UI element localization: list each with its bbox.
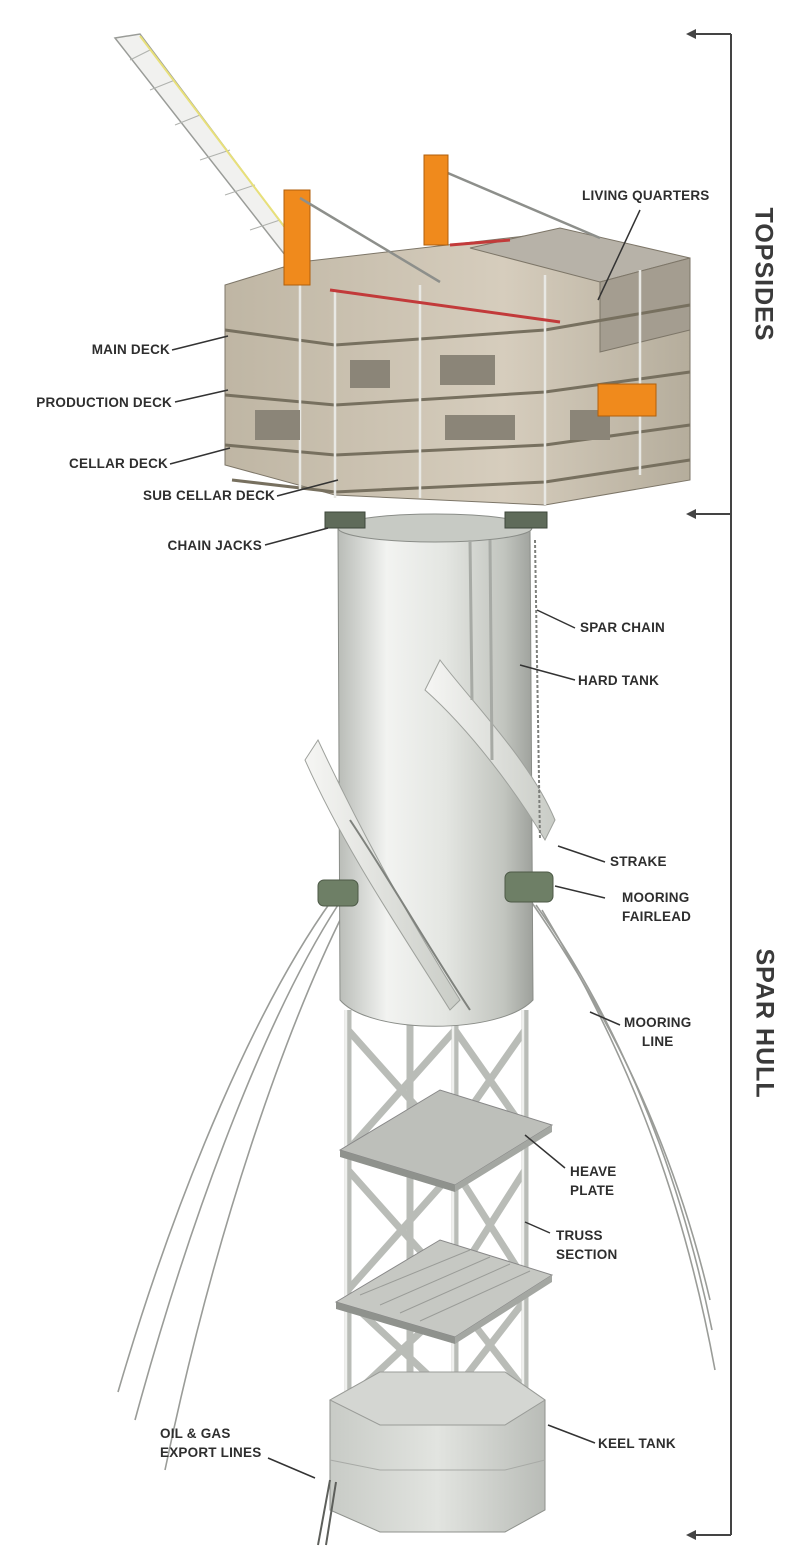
label-oil-gas-line2: EXPORT LINES (160, 1445, 262, 1460)
label-hard-tank: HARD TANK (578, 673, 660, 688)
label-chain-jacks: CHAIN JACKS (167, 538, 262, 553)
truss-highlights (344, 1010, 525, 1420)
label-heave-plate-line1: HEAVE (570, 1164, 617, 1179)
label-mooring-fairlead-line2: FAIRLEAD (622, 909, 692, 924)
label-truss-section-line1: TRUSS (556, 1228, 603, 1243)
label-truss-section: TRUSS SECTION (556, 1226, 617, 1264)
label-oil-gas-line1: OIL & GAS (160, 1426, 231, 1441)
crane-right (299, 154, 601, 284)
label-mooring-line-line2: LINE (641, 1034, 674, 1049)
section-bracket (690, 33, 732, 1536)
topsides-structure (224, 227, 691, 506)
label-keel-tank: KEEL TANK (598, 1436, 676, 1451)
bracket-arrows (686, 29, 696, 1540)
label-mooring-fairlead: MOORING FAIRLEAD (622, 888, 691, 926)
mooring-lines (117, 899, 716, 1471)
chain-jacks (324, 511, 548, 529)
export-lines (317, 1479, 337, 1546)
keel-tank (328, 1371, 546, 1533)
label-mooring-fairlead-line1: MOORING (622, 890, 690, 905)
label-heave-plate: HEAVE PLATE (570, 1162, 617, 1200)
crane-left (113, 33, 311, 286)
heave-plate-upper (338, 1089, 554, 1192)
leader-lines (169, 209, 641, 1479)
truss-section (344, 1010, 529, 1420)
label-mooring-line-line1: MOORING (624, 1015, 692, 1030)
label-spar-chain: SPAR CHAIN (580, 620, 666, 635)
section-title-spar-hull: SPAR HULL (750, 948, 779, 1099)
label-strake: STRAKE (610, 854, 667, 869)
label-truss-section-line2: SECTION (556, 1247, 618, 1262)
label-sub-cellar-deck: SUB CELLAR DECK (142, 488, 275, 503)
label-heave-plate-line2: PLATE (570, 1183, 615, 1198)
section-title-topsides: TOPSIDES (749, 207, 778, 342)
label-mooring-line: MOORING LINE (624, 1013, 691, 1051)
heave-plate-lower (334, 1239, 554, 1344)
label-oil-gas-export-lines: OIL & GAS EXPORT LINES (160, 1424, 261, 1462)
label-production-deck: PRODUCTION DECK (36, 395, 172, 410)
mooring-fairleads (317, 871, 554, 907)
label-cellar-deck: CELLAR DECK (69, 456, 168, 471)
label-living-quarters: LIVING QUARTERS (582, 188, 710, 203)
hard-tank (304, 513, 556, 1027)
label-main-deck: MAIN DECK (91, 342, 170, 357)
